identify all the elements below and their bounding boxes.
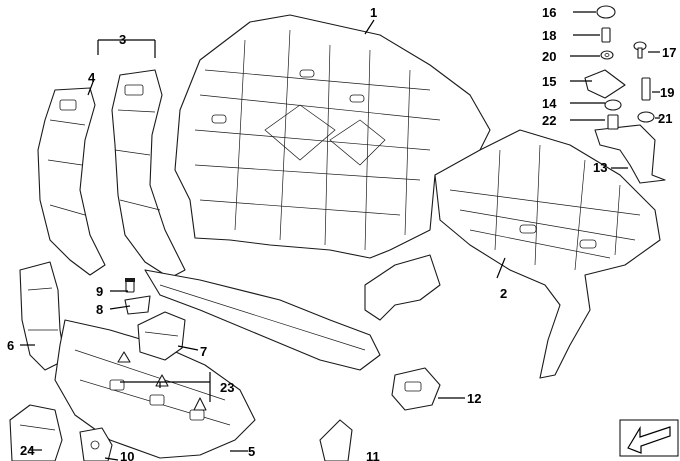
- callout-20: 20: [542, 49, 556, 64]
- part-7-holder: [137, 311, 186, 361]
- part-13-bracket: [594, 124, 666, 184]
- part-17-screw: [633, 41, 647, 59]
- callout-10: 10: [120, 449, 134, 461]
- callout-11: 11: [366, 449, 380, 461]
- callout-17: 17: [662, 45, 676, 60]
- part-22-spacer: [607, 114, 619, 130]
- part-9-bolt: [125, 278, 135, 293]
- part-23-clips: [117, 351, 207, 411]
- part-24-corner-bracket: [9, 404, 63, 461]
- callout-24: 24: [20, 443, 35, 458]
- callout-18: 18: [542, 28, 556, 43]
- callout-3: 3: [119, 32, 126, 47]
- part-12-bracket: [391, 367, 441, 411]
- callout-19: 19: [660, 85, 674, 100]
- callout-22: 22: [542, 113, 556, 128]
- part-1-rear-panel: [174, 14, 491, 259]
- leader-lines: [20, 11, 660, 461]
- callout-14: 14: [542, 96, 557, 111]
- callout-21: 21: [658, 111, 672, 126]
- part-6-side-bracket: [19, 261, 66, 371]
- part-15-bracket: [584, 69, 626, 99]
- callout-4: 4: [88, 70, 96, 85]
- callout-6: 6: [7, 338, 14, 353]
- part-8-bracket: [124, 295, 151, 315]
- direction-arrow-icon: [619, 419, 679, 457]
- part-2-parcel-shelf: [434, 129, 661, 379]
- callout-8: 8: [96, 302, 103, 317]
- callout-13: 13: [593, 160, 607, 175]
- part-11-bracket: [319, 419, 353, 461]
- part-21-washer: [637, 111, 655, 123]
- part-3-right-pillar: [111, 69, 186, 279]
- part-14-nut: [604, 99, 622, 111]
- part-10-clip: [79, 427, 113, 461]
- part-4-left-pillar: [37, 87, 106, 276]
- callout-15: 15: [542, 74, 556, 89]
- part-16-cap: [596, 5, 616, 19]
- part-19-bolt: [641, 77, 651, 101]
- callout-1: 1: [370, 5, 377, 20]
- callout-16: 16: [542, 5, 556, 20]
- crossmember: [144, 254, 441, 371]
- callout-7: 7: [200, 344, 207, 359]
- callout-12: 12: [467, 391, 481, 406]
- part-20-washer: [600, 50, 614, 60]
- callout-23: 23: [220, 380, 234, 395]
- callout-9: 9: [96, 284, 103, 299]
- callout-5: 5: [248, 444, 255, 459]
- callout-2: 2: [500, 286, 507, 301]
- part-18-bolt: [601, 27, 611, 43]
